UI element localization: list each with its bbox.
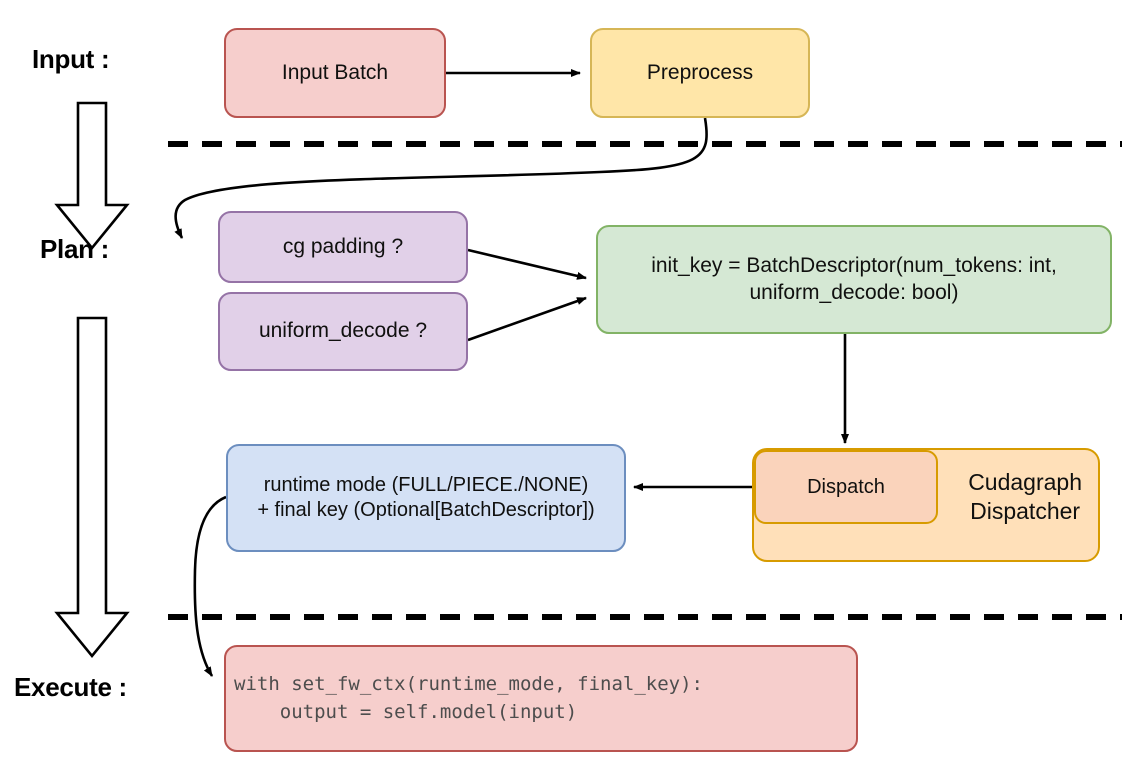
- node-preprocess-label: Preprocess: [646, 60, 754, 84]
- node-cg-padding[interactable]: cg padding ?: [218, 211, 468, 283]
- node-dispatch-label: Dispatch: [807, 475, 885, 498]
- node-uniform-decode-label: uniform_decode ?: [258, 319, 428, 343]
- node-init-key-label: init_key = BatchDescriptor(num_tokens: i…: [651, 254, 1057, 304]
- edge-cg-padding-to-init-key: [467, 248, 587, 280]
- stage-label-input: Input :: [32, 44, 110, 74]
- node-input-batch[interactable]: Input Batch: [224, 28, 446, 118]
- node-runtime-mode[interactable]: runtime mode (FULL/PIECE./NONE) + final …: [226, 444, 626, 552]
- stage-label-execute: Execute :: [14, 672, 127, 702]
- node-code-snippet-label: with set_fw_ctx(runtime_mode, final_key)…: [234, 672, 703, 723]
- node-cudagraph-dispatcher-label: Cudagraph Dispatcher: [968, 469, 1082, 524]
- input-to-plan-arrow: [54, 101, 130, 251]
- node-dispatch[interactable]: Dispatch: [754, 450, 938, 524]
- plan-to-execute-arrow: [54, 316, 130, 659]
- node-uniform-decode[interactable]: uniform_decode ?: [218, 292, 468, 371]
- node-init-key[interactable]: init_key = BatchDescriptor(num_tokens: i…: [596, 225, 1112, 334]
- node-preprocess[interactable]: Preprocess: [590, 28, 810, 118]
- node-cg-padding-label: cg padding ?: [282, 234, 404, 258]
- node-runtime-mode-label: runtime mode (FULL/PIECE./NONE) + final …: [257, 474, 595, 521]
- node-input-batch-label: Input Batch: [281, 60, 389, 84]
- edge-runtime-mode-to-code: [193, 495, 227, 677]
- node-code-snippet[interactable]: with set_fw_ctx(runtime_mode, final_key)…: [224, 645, 858, 752]
- stage-label-plan: Plan :: [40, 234, 109, 264]
- edge-uniform-decode-to-init-key: [467, 296, 587, 342]
